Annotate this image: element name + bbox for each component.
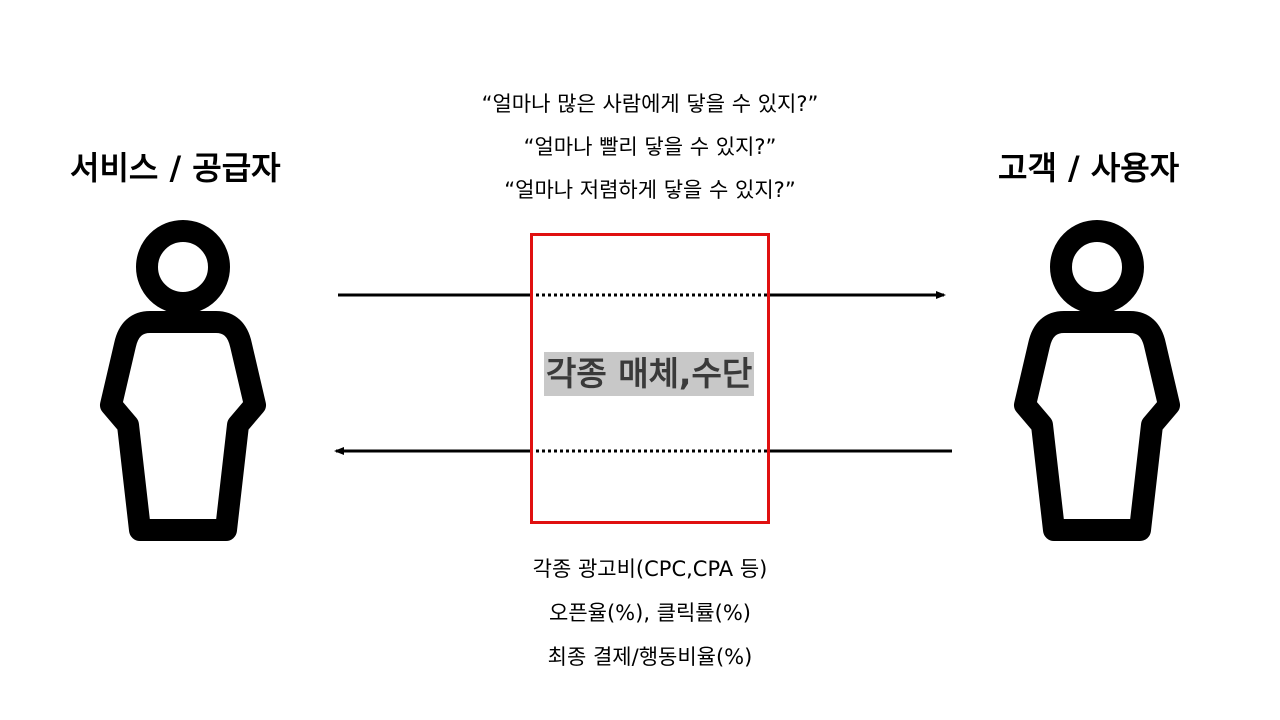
metric-ad-cost: 각종 광고비(CPC,CPA 등) (532, 557, 768, 581)
customer-person-icon (1014, 220, 1180, 541)
question-cost: “얼마나 저렴하게 닿을 수 있지?” (504, 178, 796, 202)
customer-title: 고객 / 사용자 (998, 149, 1180, 187)
metric-conversion-rate: 최종 결제/행동비율(%) (547, 645, 753, 669)
media-channel-box (530, 233, 770, 524)
metric-open-click-rate: 오픈율(%), 클릭률(%) (549, 601, 751, 625)
media-channel-label: 각종 매체,수단 (544, 352, 755, 396)
supplier-title: 서비스 / 공급자 (70, 149, 281, 187)
question-speed: “얼마나 빨리 닿을 수 있지?” (523, 135, 777, 159)
supplier-person-icon (100, 220, 266, 541)
question-reach: “얼마나 많은 사람에게 닿을 수 있지?” (481, 92, 819, 116)
